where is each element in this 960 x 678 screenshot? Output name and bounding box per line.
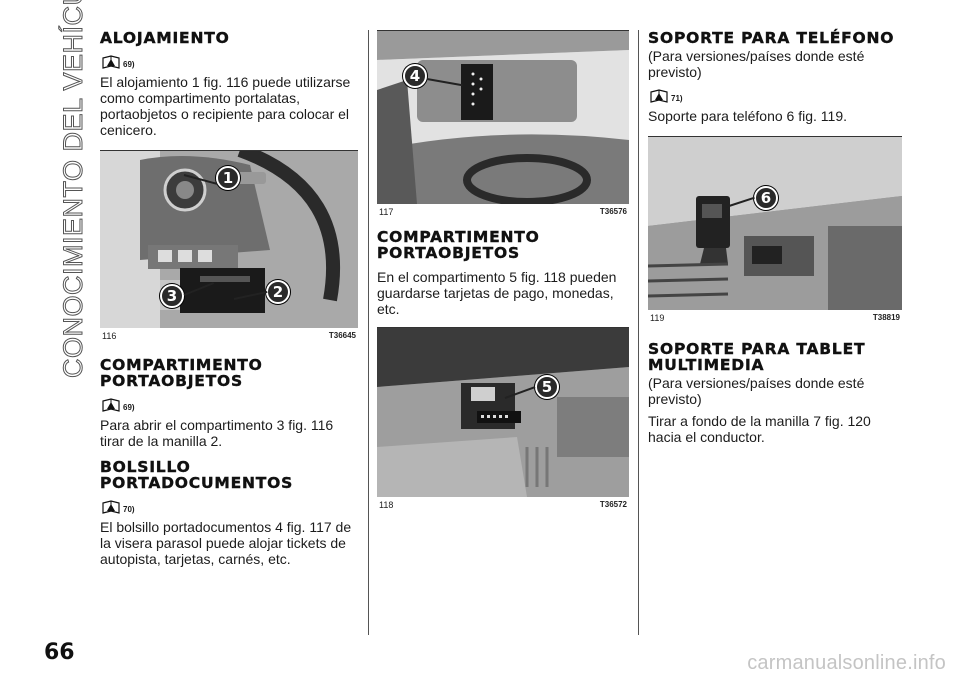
figure-code: T36645 (328, 331, 356, 340)
figure-number: 119 (650, 313, 665, 323)
warning-ref-number: 71) (671, 94, 683, 103)
figure-image: 1 2 3 (100, 150, 358, 328)
column-divider (368, 30, 369, 635)
figure-caption: 116 T36645 (100, 328, 358, 341)
book-warning-icon (650, 89, 668, 103)
column-3: SOPORTE PARA TELÉFONO (Para versiones/pa… (648, 30, 902, 445)
warning-ref-number: 69) (123, 60, 135, 69)
callout-2: 2 (266, 280, 290, 304)
book-warning-icon (102, 55, 120, 69)
figure-117: 4 117 T36576 (377, 30, 629, 217)
paragraph: Para abrir el compartimento 3 fig. 116 t… (100, 417, 334, 449)
figure-number: 118 (379, 500, 394, 510)
paragraph-note: (Para versiones/países donde esté previs… (648, 48, 865, 80)
callout-4: 4 (403, 64, 427, 88)
section-title-compartimento-2: COMPARTIMENTO PORTAOBJETOS (377, 228, 540, 262)
figure-image: 5 (377, 327, 629, 497)
dashboard-compartment-illustration (377, 327, 629, 497)
side-section-title: CONOCIMIENTO DEL VEHÍCULO (58, 0, 89, 379)
paragraph: Soporte para teléfono 6 fig. 119. (648, 108, 847, 124)
section-title-bolsillo: BOLSILLO PORTADOCUMENTOS (100, 458, 294, 492)
paragraph: El alojamiento 1 fig. 116 puede utilizar… (100, 74, 351, 138)
column-divider (638, 30, 639, 635)
figure-caption: 119 T38819 (648, 310, 902, 323)
section-title-compartimento: COMPARTIMENTO PORTAOBJETOS (100, 356, 263, 390)
warning-reference: 71) (650, 86, 902, 104)
figure-image: 6 (648, 136, 902, 310)
figure-caption: 117 T36576 (377, 204, 629, 217)
figure-code: T38819 (872, 313, 900, 322)
figure-number: 117 (379, 207, 394, 217)
watermark: carmanualsonline.info (747, 652, 946, 674)
paragraph: En el compartimento 5 fig. 118 pueden gu… (377, 269, 617, 317)
figure-119: 6 119 T38819 (648, 136, 902, 323)
figure-118: 5 118 T36572 (377, 327, 629, 510)
callout-5: 5 (535, 375, 559, 399)
warning-reference: 69) (102, 395, 358, 413)
warning-reference: 69) (102, 52, 358, 70)
paragraph: El bolsillo portadocumentos 4 fig. 117 d… (100, 519, 352, 567)
figure-caption: 118 T36572 (377, 497, 629, 510)
figure-code: T36572 (599, 500, 627, 509)
paragraph: Tirar a fondo de la manilla 7 fig. 120 h… (648, 413, 871, 445)
figure-116: 1 2 3 116 T36645 (100, 150, 358, 341)
page-number: 66 (44, 640, 75, 665)
warning-ref-number: 69) (123, 403, 135, 412)
callout-1: 1 (216, 166, 240, 190)
column-1: ALOJAMIENTO 69) El alojamiento 1 fig. 11… (100, 30, 358, 567)
warning-reference: 70) (102, 497, 358, 515)
column-2: 4 117 T36576 COMPARTIMENTO PORTAOBJETOS … (377, 30, 629, 510)
section-title-soporte-tablet: SOPORTE PARA TABLET MULTIMEDIA (648, 340, 866, 374)
figure-code: T36576 (599, 207, 627, 216)
callout-3: 3 (160, 284, 184, 308)
callout-6: 6 (754, 186, 778, 210)
warning-ref-number: 70) (123, 505, 135, 514)
book-warning-icon (102, 500, 120, 514)
sun-visor-illustration (377, 30, 629, 204)
section-title-soporte-telefono: SOPORTE PARA TELÉFONO (648, 29, 895, 47)
phone-holder-illustration (648, 136, 902, 310)
section-title-alojamiento: ALOJAMIENTO (100, 29, 230, 47)
figure-number: 116 (102, 331, 117, 341)
figure-image: 4 (377, 30, 629, 204)
book-warning-icon (102, 398, 120, 412)
paragraph-note: (Para versiones/países donde esté previs… (648, 375, 865, 407)
